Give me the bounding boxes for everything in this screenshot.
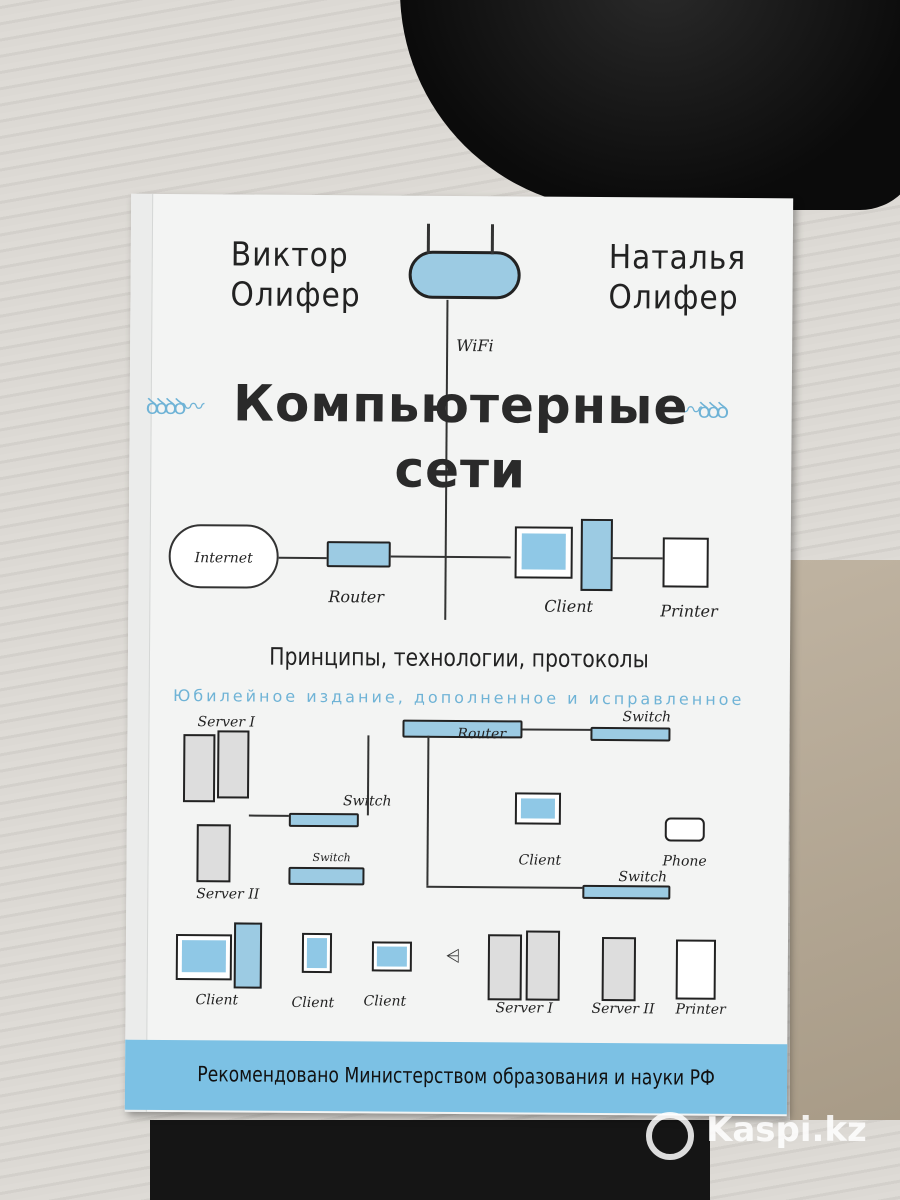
client-label: Client [363,993,407,1010]
book-title-line2: сети [394,440,527,500]
monitor-icon [514,526,573,579]
book-cover: Виктор Олифер Наталья Олифер WiFi ꝺꝺꝺꝺ〰 … [124,193,794,1117]
connection-line [426,885,583,889]
switch-label: Switch [312,850,351,865]
switch-icon [288,866,365,886]
switch-icon [590,726,671,742]
phone-label: Phone [662,853,707,870]
client-label: Client [291,994,335,1012]
edition-note: Юбилейное издание, дополненное и исправл… [173,686,745,709]
antenna-icon [426,223,431,254]
wifi-label: WiFi [456,335,494,356]
author-last-name: Олифер [230,274,361,315]
crumpled-paper [790,560,900,1120]
publisher-logo: ⩤ [445,945,461,968]
server-icon [525,930,561,1001]
author-last-name: Олифер [608,277,739,317]
client-label: Client [544,596,594,616]
internet-label: Internet [194,550,253,567]
connection-line [612,557,663,560]
laptop-icon [514,792,562,825]
wifi-router-icon [408,250,521,300]
connection-line [390,555,511,559]
server-label: Server I [495,1000,554,1017]
connection-line [522,728,591,731]
switch-icon [288,812,359,828]
antenna-icon [490,224,495,255]
book-title-line1: Компьютерные [232,374,689,436]
connection-line [426,735,430,886]
pc-tower-icon [580,518,613,592]
monitor-icon [301,932,333,974]
connection-line [248,814,289,817]
server-icon [196,824,231,883]
author-first-name: Виктор [230,234,349,275]
router-label: Router [457,725,507,743]
phone-icon [664,817,705,842]
connection-line [278,556,327,560]
printer-label: Printer [660,601,718,621]
router-icon [326,541,391,568]
server-label: Server I [197,714,256,731]
switch-label: Switch [618,869,668,886]
author-right: Наталья Олифер [608,237,746,318]
switch-label: Switch [622,709,672,726]
pc-tower-icon [233,922,263,989]
server-label: Server II [196,886,260,903]
client-label: Client [195,992,239,1009]
server-label: Server II [591,1000,655,1018]
server-icon [182,734,216,803]
server-icon [487,934,523,1001]
monitor-icon [175,934,233,981]
printer-icon [662,537,709,588]
laptop-icon [371,941,412,972]
server-icon [216,730,250,799]
printer-icon [675,939,717,1000]
switch-icon [582,884,671,900]
server-icon [601,937,637,1002]
client-label: Client [518,852,562,869]
book-subtitle: Принципы, технологии, протоколы [269,642,649,674]
kaspi-logo-icon [646,1112,694,1160]
recommendation-text: Рекомендовано Министерством образования … [197,1062,715,1090]
dark-object [150,1120,710,1200]
author-left: Виктор Олифер [230,234,361,315]
router-label: Router [328,587,385,607]
author-first-name: Наталья [608,237,747,277]
printer-label: Printer [675,1001,726,1018]
watermark: Kaspi.kz [706,1110,867,1150]
